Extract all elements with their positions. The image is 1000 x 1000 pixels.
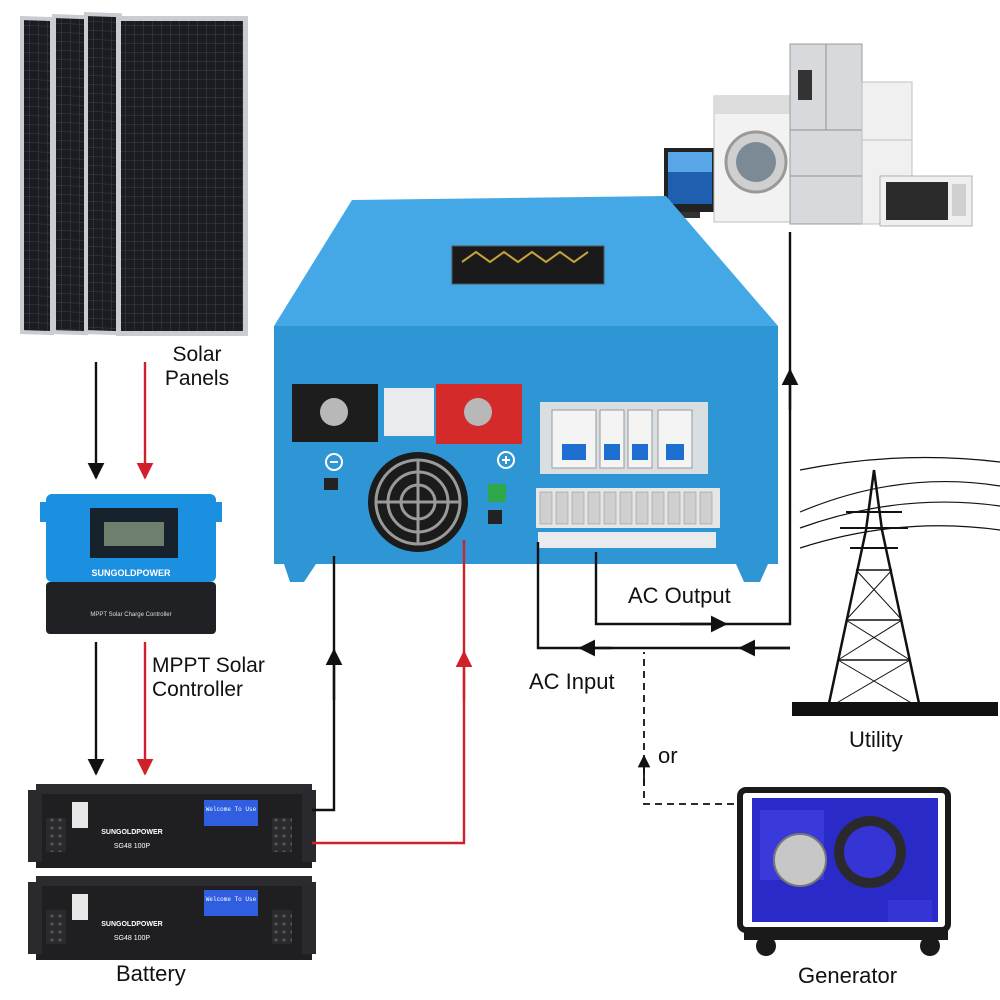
charge-controller-icon: SUNGOLDPOWER MPPT Solar Charge Controlle… (40, 494, 222, 634)
battery-model: SG48 100P (114, 843, 151, 850)
battery-rack-icon: Welcome To Use SUNGOLDPOWER SG48 100P We… (28, 784, 316, 960)
ac-output-label: AC Output (628, 583, 731, 608)
battery-brand: SUNGOLDPOWER (101, 829, 162, 836)
generator-icon (737, 787, 951, 956)
battery-brand-2: SUNGOLDPOWER (101, 921, 162, 928)
battery-label: Battery (116, 961, 186, 986)
or-label: or (658, 743, 678, 768)
wiring (87, 232, 799, 845)
utility-label: Utility (849, 727, 903, 752)
mppt-controller-label-line2: Controller (152, 678, 244, 701)
battery-model-2: SG48 100P (114, 935, 151, 942)
controller-model: MPPT Solar Charge Controller (90, 612, 171, 618)
solar-panels-label-line2: Panels (164, 367, 230, 390)
battery-screen-text: Welcome To Use (206, 806, 257, 813)
battery-screen-text-2: Welcome To Use (206, 896, 257, 903)
solar-panels-label: Solar Panels (154, 343, 240, 391)
mppt-controller-label: MPPT Solar Controller (152, 654, 282, 702)
mppt-controller-label-line1: MPPT Solar (152, 654, 265, 677)
controller-brand: SUNGOLDPOWER (91, 568, 171, 578)
appliances-icon (664, 43, 973, 227)
solar-panels-label-line1: Solar (172, 343, 222, 366)
inverter-icon (274, 196, 778, 582)
generator-label: Generator (798, 963, 898, 988)
ac-input-label: AC Input (529, 669, 615, 694)
transmission-tower-icon (792, 456, 1000, 716)
solar-panel-icon (20, 12, 248, 336)
